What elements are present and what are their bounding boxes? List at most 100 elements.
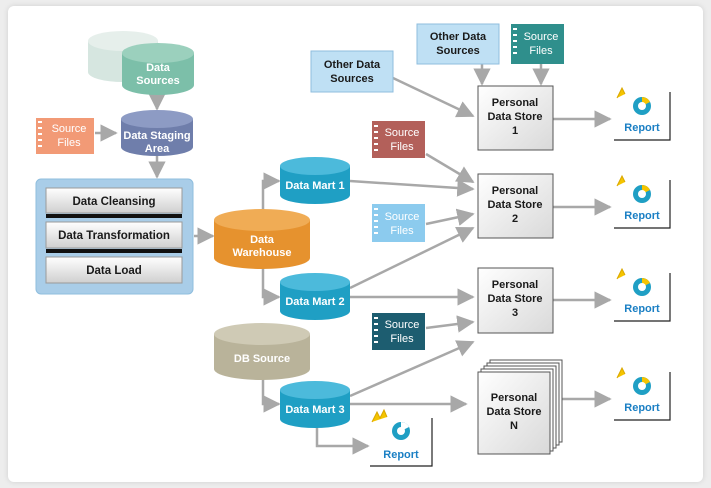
etl-load-label: Data Load [86, 265, 142, 277]
source-files-teal-line2: Files [529, 45, 553, 57]
pds-1-line1: Personal [492, 97, 538, 109]
pds-1-line3: 1 [512, 125, 518, 137]
pds-n-line3: N [510, 420, 518, 432]
staging-label-line2: Area [145, 143, 170, 155]
source-files-lightblue: Source Files [372, 204, 425, 242]
report-3: Report [614, 267, 671, 322]
etl-transformation-bar: Data Transformation [45, 221, 183, 249]
source-files-darkteal: Source Files [372, 313, 425, 350]
staging-label-line1: Data Staging [123, 130, 190, 142]
source-files-lightblue-line2: Files [390, 225, 414, 237]
data-sources-node: Data Sources [88, 31, 194, 95]
data-mart-3-node: Data Mart 3 [280, 381, 350, 428]
document-icon [374, 208, 378, 234]
report-icon [614, 86, 671, 141]
document-icon [38, 121, 42, 147]
database-cylinder-icon [121, 110, 193, 156]
etl-cleansing-label: Data Cleansing [72, 196, 155, 208]
personal-data-store-3: Personal Data Store 3 [477, 267, 554, 334]
source-files-teal: Source Files [511, 24, 564, 64]
arrow-other1-to-pds1 [392, 76, 475, 118]
source-files-darkteal-line1: Source [385, 319, 420, 331]
etl-cleansing-bar: Data Cleansing [45, 187, 183, 214]
source-files-teal-line1: Source [524, 31, 559, 43]
database-cylinder-icon [214, 323, 310, 380]
report-mart3: Report [370, 408, 433, 467]
other-sources-2-line2: Sources [436, 45, 479, 57]
report-1-label: Report [624, 122, 660, 134]
source-files-red-line1: Source [385, 127, 420, 139]
arrow-warehouse-to-mart1 [261, 172, 281, 220]
etl-panel: Data Cleansing Data Transformation Data … [35, 178, 194, 295]
source-files-left-line2: Files [57, 137, 81, 149]
connectors [95, 64, 612, 455]
report-icon [614, 174, 671, 229]
pds-2-line2: Data Store [487, 199, 542, 211]
other-sources-1-line2: Sources [330, 73, 373, 85]
data-mart-1-node: Data Mart 1 [280, 157, 350, 204]
source-files-left: Source Files [36, 118, 94, 154]
personal-data-store-n: Personal Data Store N [477, 359, 563, 455]
database-cylinder-icon [214, 209, 310, 269]
pds-3-line3: 3 [512, 307, 518, 319]
arrow-mart1-to-pds2 [349, 179, 475, 197]
data-warehouse-node: Data Warehouse [214, 209, 310, 269]
arrow-darkteal-to-pds3 [425, 315, 475, 333]
warehouse-label-line1: Data [250, 234, 275, 246]
other-sources-1-line1: Other Data [324, 59, 381, 71]
source-files-red: Source Files [372, 121, 425, 158]
etl-divider [46, 249, 182, 253]
other-sources-2-line1: Other Data [430, 31, 487, 43]
report-icon [614, 267, 671, 322]
report-3-label: Report [624, 303, 660, 315]
other-data-sources-2: Other Data Sources [416, 23, 500, 65]
etl-divider [46, 214, 182, 218]
arrow-mart2-to-pds2 [349, 226, 475, 290]
diagram-canvas: Data Sources Source Files Data Staging A… [8, 6, 703, 482]
data-mart-2-label: Data Mart 2 [285, 296, 344, 308]
source-files-red-line2: Files [390, 141, 414, 153]
db-source-node: DB Source [214, 323, 310, 380]
other-data-sources-1: Other Data Sources [310, 50, 394, 93]
personal-data-store-1: Personal Data Store 1 [477, 85, 554, 151]
pds-2-line3: 2 [512, 213, 518, 225]
source-files-lightblue-line1: Source [385, 211, 420, 223]
warehouse-label-line2: Warehouse [233, 247, 292, 259]
data-mart-2-node: Data Mart 2 [280, 273, 350, 320]
pds-n-line2: Data Store [486, 406, 541, 418]
data-sources-label-line1: Data [146, 62, 171, 74]
document-icon [374, 317, 378, 343]
source-files-darkteal-line2: Files [390, 333, 414, 345]
document-icon [513, 28, 517, 54]
report-mart3-label: Report [383, 449, 419, 461]
arrow-warehouse-to-mart2 [261, 262, 281, 306]
report-icon [370, 408, 433, 467]
arrow-mart3-to-report [315, 426, 370, 455]
database-cylinder-icon [280, 157, 350, 204]
pds-1-line2: Data Store [487, 111, 542, 123]
staging-area-node: Data Staging Area [121, 110, 193, 156]
data-sources-label-line2: Sources [136, 75, 179, 87]
personal-data-store-2: Personal Data Store 2 [477, 173, 554, 239]
arrow-mart3-to-pds3 [349, 340, 475, 398]
pds-3-line1: Personal [492, 279, 538, 291]
pds-n-line1: Personal [491, 392, 537, 404]
document-icon [374, 125, 378, 151]
data-mart-1-label: Data Mart 1 [285, 180, 344, 192]
etl-load-bar: Data Load [45, 256, 183, 284]
pds-2-line1: Personal [492, 185, 538, 197]
report-2: Report [614, 174, 671, 229]
db-source-label: DB Source [234, 353, 290, 365]
data-mart-3-label: Data Mart 3 [285, 404, 344, 416]
report-n-label: Report [624, 402, 660, 414]
database-cylinder-icon [88, 31, 194, 95]
database-cylinder-icon [280, 273, 350, 320]
report-n: Report [614, 366, 671, 421]
pds-3-line2: Data Store [487, 293, 542, 305]
arrow-lightblue-to-pds2 [425, 208, 475, 226]
arrow-dbsource-to-mart3 [261, 373, 281, 413]
report-icon [614, 366, 671, 421]
arrow-red-to-pds2 [425, 152, 475, 184]
report-2-label: Report [624, 210, 660, 222]
data-warehouse-diagram: Data Sources Source Files Data Staging A… [35, 23, 671, 467]
